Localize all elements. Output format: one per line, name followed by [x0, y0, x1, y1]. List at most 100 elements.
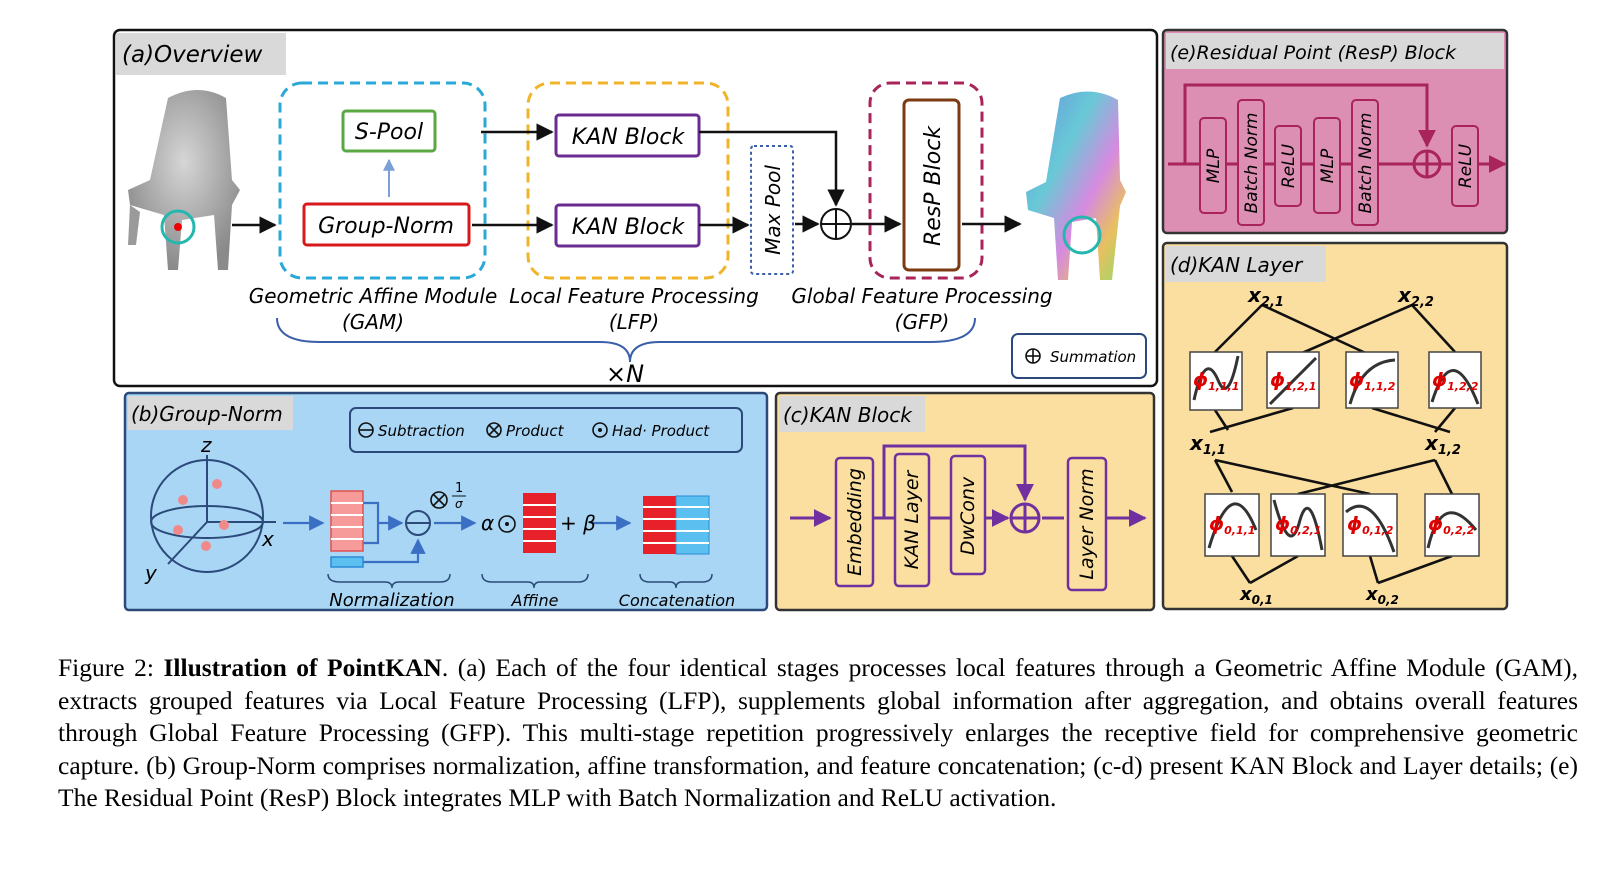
- max-pool-box: [750, 145, 794, 275]
- panel-group-norm: (b)Group-Norm Subtraction Product Had· P…: [123, 391, 769, 612]
- svg-text:ϕ1,1,1: ϕ1,1,1: [1193, 369, 1239, 393]
- svg-text:KAN Block: KAN Block: [572, 125, 686, 150]
- phi-box-122: ϕ1,2,2: [1428, 351, 1482, 409]
- feature-stack-red: [523, 493, 556, 553]
- svg-text:(LFP): (LFP): [609, 310, 659, 334]
- panel-kan-block: (c)KAN Block Embedding KAN Layer DwConv …: [774, 391, 1156, 612]
- svg-text:ϕ0,2,2: ϕ0,2,2: [1428, 513, 1475, 537]
- svg-text:ϕ0,2,1: ϕ0,2,1: [1275, 513, 1321, 537]
- phi-box-011: ϕ0,1,1: [1204, 493, 1260, 557]
- svg-text:S-Pool: S-Pool: [355, 120, 423, 145]
- phi-box-021: ϕ0,2,1: [1270, 493, 1326, 557]
- figure-caption: Figure 2: Illustration of PointKAN. (a) …: [58, 653, 1579, 812]
- node-x02: x0,2: [1365, 584, 1399, 607]
- point-sphere: [150, 455, 276, 573]
- resp-relu-1: [1274, 125, 1302, 207]
- kan-block-kan-layer: [893, 452, 931, 588]
- repeat-brace: [276, 317, 976, 363]
- pointkan-figure: (a)Overview S-Pool Group-Norm KAN Block …: [112, 28, 1509, 612]
- resp-batchnorm-2: [1351, 99, 1379, 226]
- node-x22: x2,2: [1397, 283, 1434, 310]
- svg-text:α: α: [481, 511, 494, 535]
- summation-legend: [1011, 333, 1147, 379]
- resp-relu-2: [1451, 125, 1479, 207]
- svg-text:ϕ1,2,2: ϕ1,2,2: [1432, 369, 1479, 393]
- phi-box-111: ϕ1,1,1: [1189, 351, 1243, 411]
- resp-mlp-2: [1313, 117, 1341, 214]
- svg-text:1: 1: [455, 481, 463, 496]
- resp-mlp-1: [1199, 117, 1227, 214]
- svg-text:ReLU: ReLU: [1456, 143, 1476, 188]
- svg-text:ϕ0,1,2: ϕ0,1,2: [1347, 513, 1394, 537]
- svg-text:Summation: Summation: [1050, 348, 1136, 366]
- overview-title: (a)Overview: [122, 42, 263, 68]
- svg-text:Subtraction: Subtraction: [378, 422, 465, 440]
- svg-text:KAN Layer: KAN Layer: [901, 469, 923, 569]
- svg-text:Normalization: Normalization: [329, 590, 454, 611]
- kan-block-dwconv: [949, 454, 987, 576]
- svg-text:ReLU: ReLU: [1279, 143, 1299, 188]
- svg-text:ResP Block: ResP Block: [921, 125, 946, 246]
- operator-legend: [349, 407, 743, 453]
- svg-text:MLP: MLP: [1318, 148, 1338, 183]
- svg-text:MLP: MLP: [1204, 148, 1224, 183]
- gam-region: [278, 81, 487, 280]
- node-x11: x1,1: [1189, 431, 1226, 458]
- svg-text:Batch Norm: Batch Norm: [1356, 113, 1376, 214]
- svg-text:ϕ1,1,2: ϕ1,1,2: [1349, 369, 1396, 393]
- phi-box-012: ϕ0,1,2: [1342, 493, 1398, 557]
- node-x01: x0,1: [1239, 584, 1273, 607]
- svg-text:Group-Norm: Group-Norm: [318, 214, 454, 239]
- svg-text:z: z: [200, 433, 212, 457]
- summation-node: [820, 208, 852, 240]
- kan-block-title: (c)KAN Block: [783, 403, 913, 427]
- gfp-region: [868, 81, 984, 280]
- svg-text:Affine: Affine: [511, 591, 559, 610]
- svg-text:Batch Norm: Batch Norm: [1242, 113, 1262, 214]
- group-norm-title: (b)Group-Norm: [131, 402, 283, 426]
- panel-overview: (a)Overview S-Pool Group-Norm KAN Block …: [112, 28, 1159, 388]
- panel-kan-layer: (d)KAN Layer x2,1 x2,2 x1,1 x1,2 x0,1 x0…: [1161, 241, 1509, 611]
- svg-text:Global Feature Processing: Global Feature Processing: [791, 284, 1052, 308]
- kan-block-1: [554, 113, 701, 158]
- svg-text:ϕ0,1,1: ϕ0,1,1: [1209, 513, 1255, 537]
- svg-text:y: y: [144, 561, 158, 585]
- svg-text:(GFP): (GFP): [895, 310, 950, 334]
- svg-text:Layer Norm: Layer Norm: [1076, 468, 1098, 579]
- svg-text:Embedding: Embedding: [844, 468, 866, 576]
- node-x21: x2,1: [1247, 283, 1284, 310]
- svg-text:Had· Product: Had· Product: [612, 422, 710, 440]
- svg-text:KAN Block: KAN Block: [572, 215, 686, 240]
- svg-text:Concatenation: Concatenation: [619, 591, 735, 610]
- input-chair-image: [128, 90, 240, 270]
- svg-text:(GAM): (GAM): [342, 310, 404, 334]
- svg-text:Max Pool: Max Pool: [761, 165, 785, 255]
- resp-batchnorm-1: [1237, 99, 1265, 226]
- overview-arrows: [232, 123, 1022, 234]
- svg-text:ϕ1,2,1: ϕ1,2,1: [1270, 369, 1316, 393]
- kan-layer-title: (d)KAN Layer: [1170, 253, 1304, 277]
- svg-text:Local Feature Processing: Local Feature Processing: [509, 284, 759, 308]
- phi-box-112: ϕ1,1,2: [1345, 351, 1399, 409]
- svg-text:+ β: + β: [560, 511, 596, 535]
- lfp-region: [526, 81, 730, 280]
- kan-block-layer-norm: [1066, 456, 1108, 592]
- node-x12: x1,2: [1424, 431, 1461, 458]
- feature-stack-pink: [330, 490, 364, 568]
- resp-block-box: [902, 98, 961, 272]
- svg-text:σ: σ: [455, 497, 463, 511]
- svg-text:x: x: [261, 527, 274, 551]
- svg-text:Geometric Affine Module: Geometric Affine Module: [249, 284, 498, 308]
- feature-stack-concat: [643, 495, 710, 555]
- resp-title: (e)Residual Point (ResP) Block: [1170, 42, 1457, 64]
- svg-text:Product: Product: [506, 422, 565, 440]
- phi-box-121: ϕ1,2,1: [1266, 351, 1320, 409]
- kan-block-embedding: [834, 456, 875, 588]
- spool-box: [341, 109, 437, 153]
- phi-box-022: ϕ0,2,2: [1424, 493, 1480, 557]
- group-norm-box: [302, 202, 471, 247]
- output-chair-image: [1026, 91, 1126, 280]
- subtract-node: [405, 510, 431, 536]
- panel-resp-block: (e)Residual Point (ResP) Block MLP Batch…: [1161, 28, 1509, 235]
- svg-text:×N: ×N: [606, 360, 644, 388]
